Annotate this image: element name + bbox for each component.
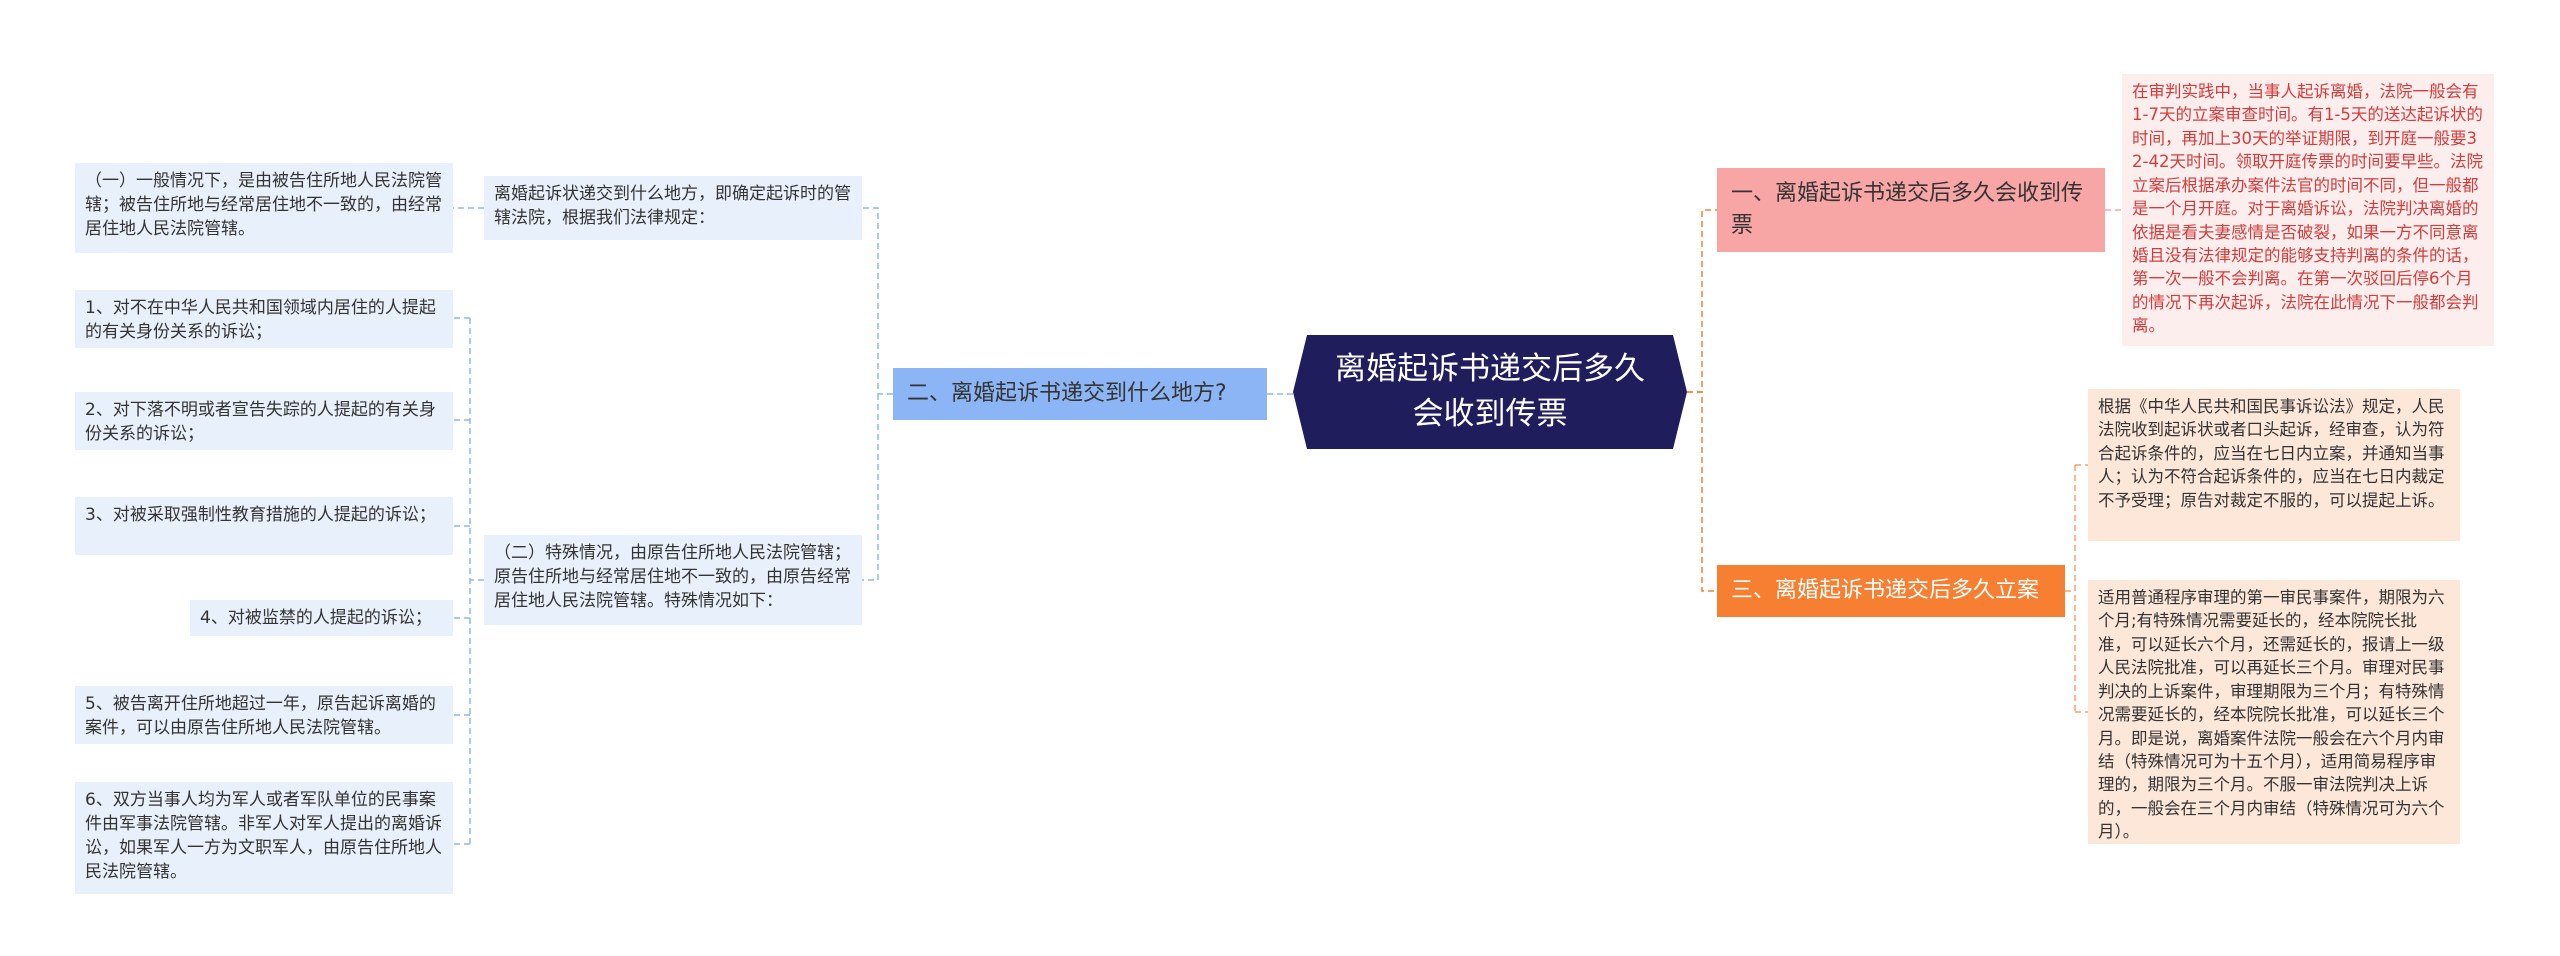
link-center-branch-three <box>1687 391 1717 592</box>
link-special-cases <box>453 317 484 845</box>
link-branch-three-details <box>2065 464 2088 713</box>
leaf-special-case-6[interactable]: 6、双方当事人均为军人或者军队单位的民事案件由军事法院管辖。非军人对军人提出的离… <box>75 782 453 894</box>
leaf-filing-intro[interactable]: 离婚起诉状递交到什么地方，即确定起诉时的管辖法院，根据我们法律规定： <box>484 176 862 240</box>
branch-filing-timing[interactable]: 三、离婚起诉书递交后多久立案 <box>1717 565 2065 617</box>
branch-summons-timing-label: 一、离婚起诉书递交后多久会收到传票 <box>1731 181 2084 238</box>
branch-filing-location[interactable]: 二、离婚起诉书递交到什么地方? <box>893 368 1267 420</box>
branch-filing-location-label: 二、离婚起诉书递交到什么地方? <box>907 381 1227 407</box>
branch-summons-timing[interactable]: 一、离婚起诉书递交后多久会收到传票 <box>1717 168 2105 252</box>
leaf-summons-detail[interactable]: 在审判实践中，当事人起诉离婚，法院一般会有1-7天的立案审查时间。有1-5天的送… <box>2122 74 2494 346</box>
central-topic[interactable]: 离婚起诉书递交后多久会收到传票 <box>1293 335 1687 449</box>
central-topic-label: 离婚起诉书递交后多久会收到传票 <box>1335 351 1645 432</box>
leaf-general-rule[interactable]: （一）一般情况下，是由被告住所地人民法院管辖；被告住所地与经常居住地不一致的，由… <box>75 163 453 253</box>
leaf-special-case-5[interactable]: 5、被告离开住所地超过一年，原告起诉离婚的案件，可以由原告住所地人民法院管辖。 <box>75 686 453 744</box>
leaf-special-case-1[interactable]: 1、对不在中华人民共和国领域内居住的人提起的有关身份关系的诉讼； <box>75 290 453 348</box>
leaf-special-intro[interactable]: （二）特殊情况，由原告住所地人民法院管辖；原告住所地与经常居住地不一致的，由原告… <box>484 535 862 625</box>
leaf-filing-acceptance[interactable]: 根据《中华人民共和国民事诉讼法》规定，人民法院收到起诉状或者口头起诉，经审查，认… <box>2088 389 2460 541</box>
leaf-special-case-2[interactable]: 2、对下落不明或者宣告失踪的人提起的有关身份关系的诉讼； <box>75 392 453 450</box>
branch-filing-timing-label: 三、离婚起诉书递交后多久立案 <box>1731 578 2040 604</box>
leaf-special-case-3[interactable]: 3、对被采取强制性教育措施的人提起的诉讼； <box>75 497 453 555</box>
leaf-special-case-4[interactable]: 4、对被监禁的人提起的诉讼； <box>190 600 453 636</box>
link-branch-two-children <box>862 207 893 581</box>
leaf-trial-period[interactable]: 适用普通程序审理的第一审民事案件，期限为六个月;有特殊情况需要延长的，经本院院长… <box>2088 580 2460 844</box>
link-center-branch-one <box>1687 209 1717 393</box>
